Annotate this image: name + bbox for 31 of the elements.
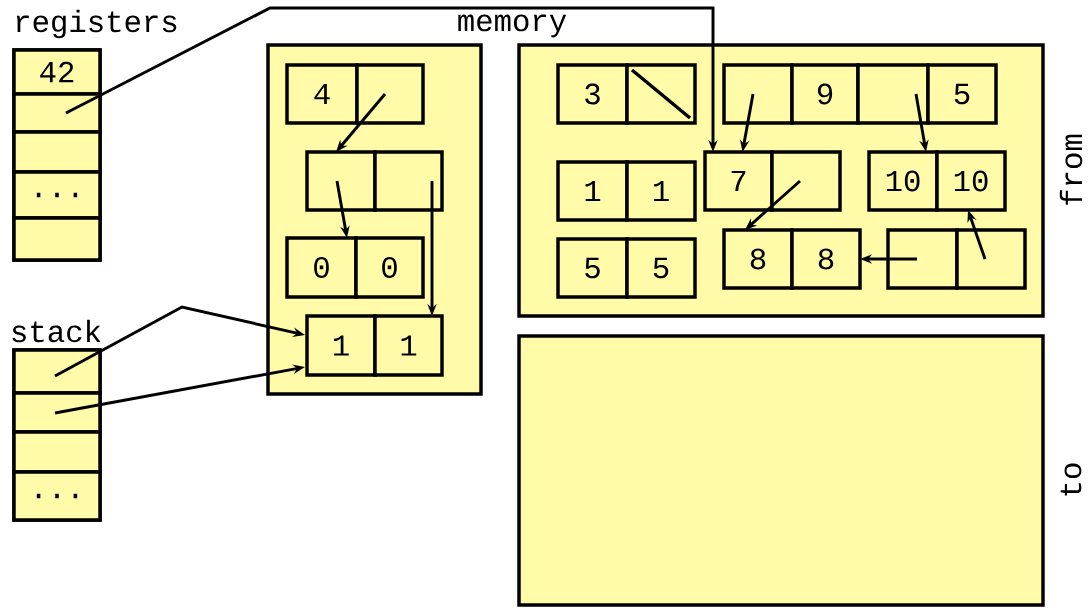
memory-cell: 4	[285, 63, 359, 125]
region-heading: memory	[458, 14, 567, 38]
memory-cell	[770, 150, 842, 212]
region-heading: stack	[12, 319, 101, 343]
memory-cell: 5	[625, 237, 697, 299]
memory-cell	[955, 228, 1027, 290]
memory-cell: 10	[935, 150, 1007, 212]
memory-cell: 1	[373, 314, 444, 377]
memory-cell: 0	[285, 236, 358, 299]
memory-cell: 10	[867, 150, 939, 212]
memory-cell: 1	[625, 160, 697, 222]
memory-cell	[373, 150, 444, 212]
memory-cell: 5	[556, 237, 629, 299]
region-heading: registers	[16, 9, 177, 39]
region-heading: from	[1059, 134, 1083, 205]
memory-cell	[12, 216, 102, 262]
memory-cell: 42	[12, 48, 102, 96]
memory-cell: ...	[12, 470, 102, 522]
memory-cell	[625, 63, 697, 125]
region-heading: to	[1060, 463, 1082, 496]
memory-cell: 9	[790, 63, 860, 125]
memory-cell: 8	[790, 228, 862, 290]
memory-cell: 1	[305, 314, 377, 377]
memory-cell: 8	[722, 228, 794, 290]
memory-cell: ...	[12, 170, 102, 220]
memory-cell	[355, 63, 425, 125]
memory-cell: 0	[354, 236, 425, 299]
memory-cell: 3	[556, 63, 629, 125]
memory-cell: 7	[703, 150, 774, 212]
memory-cell: 5	[926, 63, 998, 125]
memory-cell: 1	[556, 160, 629, 222]
